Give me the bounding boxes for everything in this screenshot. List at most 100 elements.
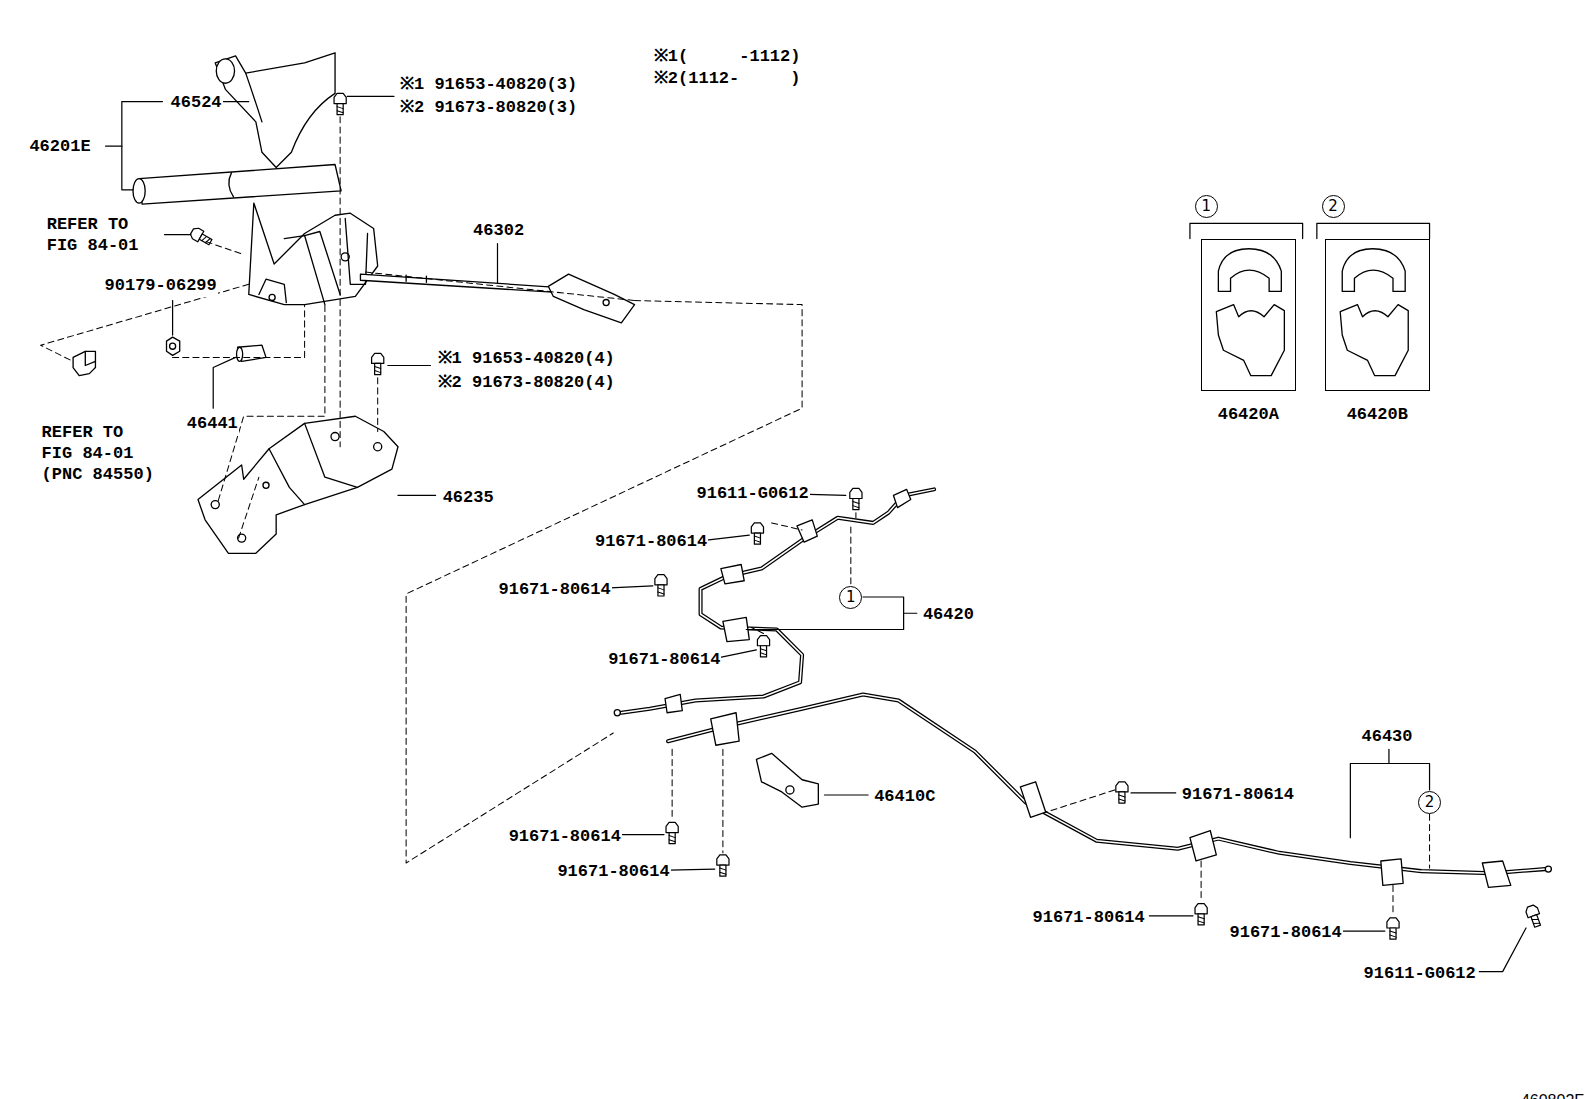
lever-bracket-plate xyxy=(198,416,398,553)
part-number: ※2(1112- ) xyxy=(653,69,802,90)
leader-line xyxy=(824,794,868,795)
leader-line xyxy=(1479,928,1526,972)
bolt xyxy=(334,93,346,114)
part-number: 46302 xyxy=(472,221,525,242)
part-number: 91671-80614 xyxy=(498,579,612,600)
lever-bracket-plate xyxy=(331,433,339,441)
dashed-guide xyxy=(239,477,259,538)
clip-drawing xyxy=(1342,249,1405,292)
parking-lever xyxy=(341,253,349,261)
dashed-guide xyxy=(1201,861,1202,902)
leader-line xyxy=(621,834,664,835)
part-number: REFER TO FIG 84-01 xyxy=(46,213,163,256)
part-number: 46420B xyxy=(1347,406,1408,423)
part-number: 46410C xyxy=(873,786,936,807)
parking-lever xyxy=(305,231,341,294)
brake-cable xyxy=(1545,866,1551,872)
parking-lever xyxy=(269,294,275,300)
clip-box: 46420B xyxy=(1325,239,1430,391)
bolt xyxy=(1195,904,1207,925)
brake-cable xyxy=(621,489,934,712)
nut-and-pin xyxy=(167,337,180,355)
part-number: 91671-80614 xyxy=(607,649,721,670)
clip-drawing xyxy=(1340,305,1408,376)
clip-drawing xyxy=(1216,305,1284,376)
leader-line xyxy=(809,494,846,495)
bolt xyxy=(1387,918,1399,939)
leader-line xyxy=(1350,749,1429,837)
parking-lever xyxy=(229,173,234,197)
dashed-guide xyxy=(1392,885,1393,915)
lever-bracket-plate xyxy=(263,482,269,488)
small-bracket xyxy=(85,351,95,365)
bolt xyxy=(655,575,667,596)
callout-circle: 2 xyxy=(1418,791,1441,814)
brake-cable xyxy=(1381,859,1403,885)
callout-circle: 2 xyxy=(1322,195,1345,218)
bolt xyxy=(1116,782,1128,803)
dashed-guide xyxy=(672,749,673,820)
dashed-guide xyxy=(173,305,305,358)
leader-line xyxy=(388,365,431,366)
part-number: 46441 xyxy=(186,414,239,435)
small-bracket xyxy=(73,351,95,375)
brake-cable xyxy=(1482,861,1510,887)
lever-bracket-plate xyxy=(374,443,382,451)
bolt xyxy=(189,226,214,247)
dashed-guide xyxy=(218,305,325,501)
part-number: 91671-80614 xyxy=(556,862,670,883)
part-number: 90179-06299 xyxy=(104,276,218,297)
leader-line xyxy=(122,102,163,190)
lever-bracket-plate xyxy=(305,423,358,487)
leader-line xyxy=(106,96,1526,971)
bolt xyxy=(189,93,1543,939)
leader-line xyxy=(398,495,436,496)
brake-cable xyxy=(621,489,934,712)
leader-line xyxy=(347,96,394,97)
lever-cover xyxy=(216,59,234,83)
brake-cable xyxy=(614,489,934,715)
part-number: 91611-G0612 xyxy=(695,484,809,505)
parking-lever xyxy=(139,164,341,204)
dashed-guide xyxy=(377,378,378,432)
part-number: ※1( -1112) xyxy=(653,46,802,67)
bolt xyxy=(850,488,862,509)
brake-cable xyxy=(614,710,620,716)
brake-cable xyxy=(665,694,682,712)
dashed-guide xyxy=(850,523,851,584)
intermediate-rod xyxy=(548,274,634,323)
lever-bracket-plate xyxy=(211,501,219,509)
brake-cable xyxy=(668,694,1551,887)
dashed-guide xyxy=(855,513,856,518)
part-number: REFER TO FIG 84-01 (PNC 84550) xyxy=(41,422,158,486)
part-number: 91671-80614 xyxy=(1229,922,1343,943)
lever-cover xyxy=(246,73,262,122)
cable-clamp xyxy=(786,786,794,794)
bolt xyxy=(757,636,769,657)
lever-bracket-plate xyxy=(269,449,305,505)
part-number: 46430 xyxy=(1361,726,1414,747)
dashed-guide xyxy=(1429,814,1430,868)
leader-line xyxy=(1149,915,1193,916)
brake-cable xyxy=(723,617,749,641)
part-number: 91671-80614 xyxy=(1181,784,1295,805)
part-number: 46524 xyxy=(170,92,223,113)
bolt xyxy=(666,822,678,843)
part-number: 91671-80614 xyxy=(1032,907,1146,928)
bolt xyxy=(1525,904,1544,928)
callout-number: 1 xyxy=(846,590,856,605)
leader-line xyxy=(106,146,122,147)
clip-box: 46420A xyxy=(1201,239,1295,391)
clip-drawing xyxy=(1218,249,1281,292)
brake-cable xyxy=(1190,831,1216,861)
leader-line xyxy=(1131,792,1176,793)
callout-number: 1 xyxy=(1201,199,1211,214)
nut-and-pin xyxy=(237,347,243,361)
brake-cable xyxy=(668,694,1545,873)
dashed-guide xyxy=(206,242,242,254)
callout-circle: 1 xyxy=(839,586,862,609)
leader-line xyxy=(164,234,190,235)
